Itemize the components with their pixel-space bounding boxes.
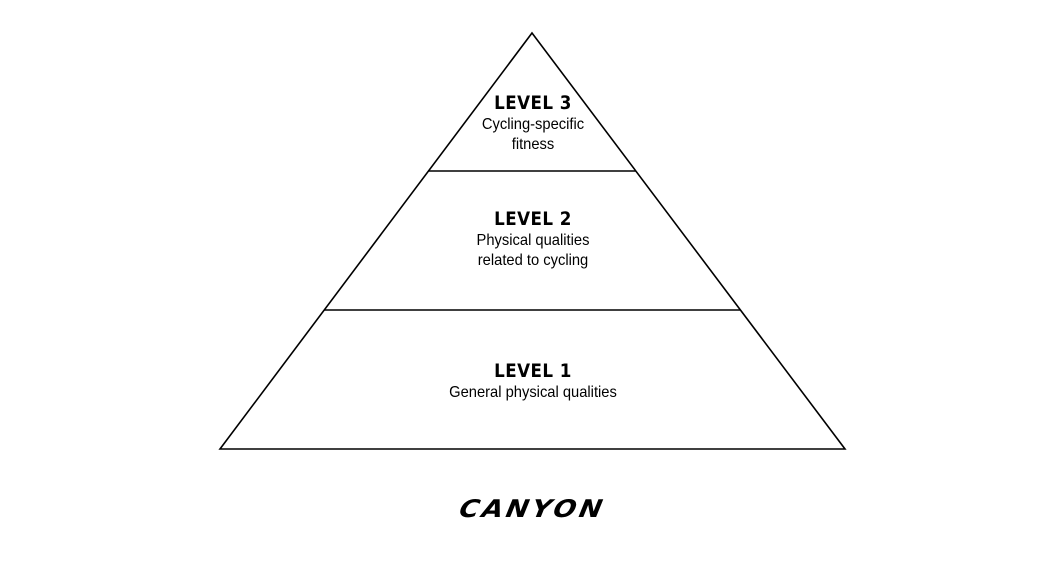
level-3-title: LEVEL 3 [494, 92, 572, 114]
level-2-title: LEVEL 2 [494, 208, 572, 230]
level-1-title: LEVEL 1 [494, 360, 572, 382]
pyramid-level-2: LEVEL 2 Physical qualities related to cy… [383, 208, 683, 271]
pyramid-level-1: LEVEL 1 General physical qualities [383, 360, 683, 403]
pyramid-outline [218, 31, 847, 450]
level-3-description: Cycling-specific fitness [481, 115, 585, 153]
pyramid-level-3: LEVEL 3 Cycling-specific fitness [383, 92, 683, 155]
canyon-logo: CANYON [453, 495, 611, 524]
level-2-description: Physical qualities related to cycling [476, 231, 590, 269]
level-1-description: General physical qualities [449, 383, 617, 401]
